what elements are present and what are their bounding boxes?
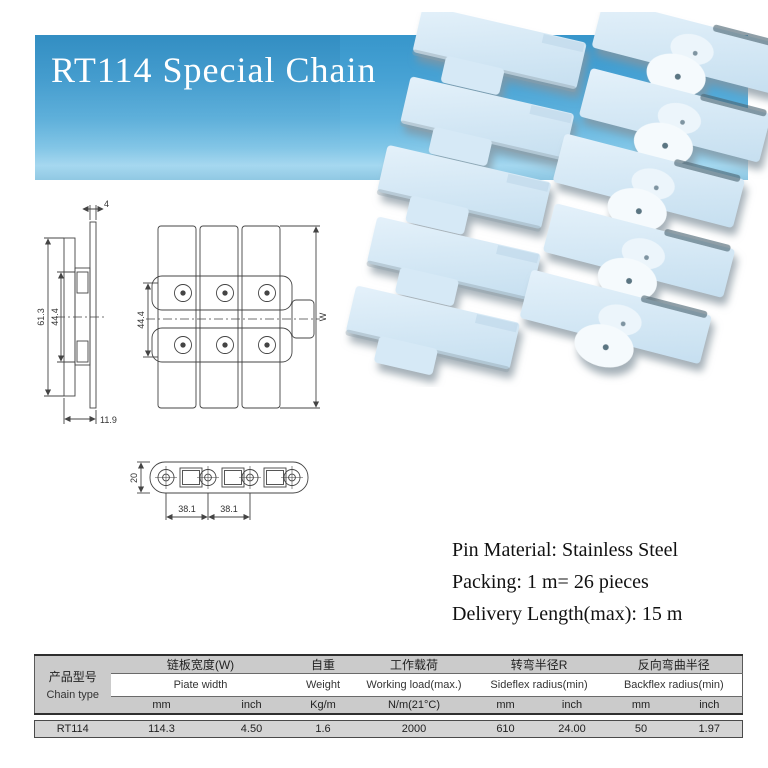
header-cell-working-load-zh: 工作载荷 — [355, 655, 473, 674]
value-cell-chain-type: RT114 — [56, 723, 89, 735]
dim-label-outer-height: 61.3 — [36, 308, 46, 326]
engineering-drawing: 4 61.3 44.4 11.9 44.4 W — [36, 199, 328, 521]
spec-table-data: RT114 114.3 4.50 1.6 2000 610 24.00 50 1… — [34, 720, 743, 738]
banner-shade — [35, 35, 340, 180]
value-cell-working-load: 2000 — [401, 723, 427, 735]
chain-strand-left — [340, 12, 587, 387]
dim-label-pitch-1: 38.1 — [178, 504, 196, 514]
spec-line-packing: Packing: 1 m= 26 pieces — [452, 571, 649, 593]
dim-label-inner-height: 44.4 — [50, 308, 60, 326]
header-cell-backflex-zh: 反向弯曲半径 — [605, 655, 743, 674]
unit-cell-plate-inch: inch — [212, 696, 291, 714]
spec-line-pin-material: Pin Material: Stainless Steel — [452, 539, 679, 561]
product-photo — [340, 12, 768, 387]
value-cell-plate-inch: 4.50 — [240, 723, 263, 735]
header-cell-sideflex-zh: 转弯半径R — [472, 655, 606, 674]
spec-text-block: Pin Material: Stainless Steel Packing: 1… — [452, 534, 683, 630]
header-cell-plate-width-zh: 链板宽度(W) — [110, 655, 291, 674]
header-product-zh: 产品型号 — [48, 670, 97, 684]
spec-table-header: 产品型号 Chain type 链板宽度(W) 自重 工作载荷 转弯半径R 反向… — [34, 654, 744, 715]
value-cell-weight: 1.6 — [315, 723, 331, 735]
unit-cell-backflex-mm: mm — [605, 696, 677, 714]
header-cell-plate-width-en: Piate width — [110, 673, 291, 697]
header-cell-weight-en: Weight — [290, 673, 356, 697]
spec-line-delivery-length: Delivery Length(max): 15 m — [452, 603, 683, 625]
value-cell-plate-mm: 114.3 — [148, 723, 175, 735]
unit-cell-sideflex-inch: inch — [538, 696, 606, 714]
table-row: RT114 114.3 4.50 1.6 2000 610 24.00 50 1… — [35, 721, 743, 738]
unit-cell-sideflex-mm: mm — [472, 696, 539, 714]
header-cell-product: 产品型号 Chain type — [34, 655, 111, 714]
dim-label-plan-width: 44.4 — [136, 311, 146, 329]
header-cell-backflex-en: Backflex radius(min) — [605, 673, 743, 697]
pitch-view-drawing — [137, 461, 309, 521]
unit-cell-working-load: N/m(21°C) — [355, 696, 473, 714]
dim-label-link-height: 20 — [129, 473, 139, 483]
side-view-drawing — [44, 205, 104, 424]
value-cell-sideflex-mm: 610 — [496, 723, 515, 735]
value-cell-backflex-mm: 50 — [634, 723, 648, 735]
value-cell-backflex-inch: 1.97 — [698, 723, 720, 735]
dim-label-overall-width: W — [318, 312, 328, 321]
header-product-en: Chain type — [46, 689, 100, 701]
dim-label-pitch-2: 38.1 — [220, 504, 238, 514]
dim-label-hub-depth: 11.9 — [100, 415, 117, 425]
unit-cell-plate-mm: mm — [110, 696, 213, 714]
unit-cell-weight: Kg/m — [290, 696, 356, 714]
value-cell-sideflex-inch: 24.00 — [558, 723, 586, 735]
header-cell-weight-zh: 自重 — [290, 655, 356, 674]
page-title: RT114 Special Chain — [51, 50, 377, 90]
header-cell-sideflex-en: Sideflex radius(min) — [472, 673, 606, 697]
plan-view-drawing — [143, 225, 320, 409]
header-cell-working-load-en: Working load(max.) — [355, 673, 473, 697]
dim-label-thickness: 4 — [104, 199, 109, 209]
unit-cell-backflex-inch: inch — [676, 696, 743, 714]
